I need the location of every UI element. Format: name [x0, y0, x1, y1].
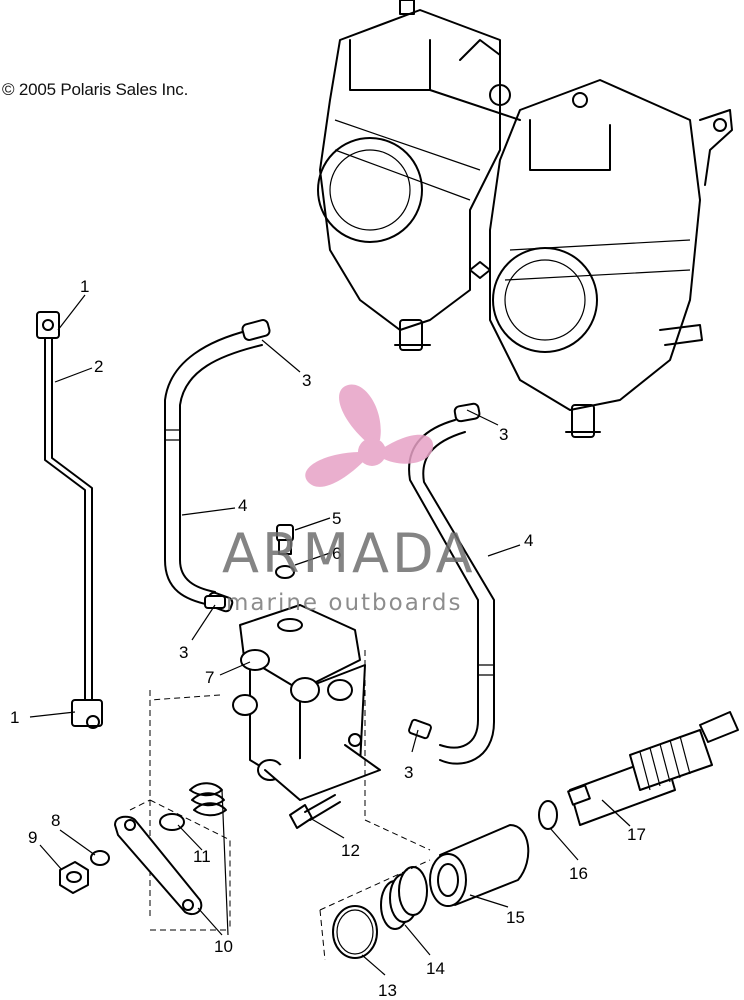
watermark-tagline: marine outboards: [226, 590, 463, 616]
callout-4-left: 4: [238, 496, 247, 515]
fuel-hose-left: [164, 319, 271, 613]
callout-8: 8: [51, 811, 60, 830]
callout-13: 13: [378, 981, 397, 1000]
callout-5: 5: [332, 509, 341, 528]
callout-4-right: 4: [524, 531, 533, 550]
propeller-logo-icon: [305, 384, 434, 487]
callout-9: 9: [28, 828, 37, 847]
callout-numbers: 1 2 3 3 4 5 6 4 3 7 1 3 17 8 9 11 12 16 …: [10, 277, 646, 1000]
shaft-parts: [319, 800, 558, 961]
callout-16: 16: [569, 864, 588, 883]
callout-3-upper-right: 3: [499, 425, 508, 444]
fuel-hose-right: [408, 402, 495, 765]
callout-11: 11: [193, 847, 211, 866]
mounting-screw: [289, 794, 341, 829]
callout-1-top: 1: [80, 277, 89, 296]
callout-1-bottom: 1: [10, 708, 19, 727]
plug-and-washer: [275, 524, 295, 579]
callout-17: 17: [627, 825, 646, 844]
callout-3-middle: 3: [179, 643, 188, 662]
fuel-line-bracket: [36, 311, 103, 729]
callout-12: 12: [341, 841, 360, 860]
spring-plate-nut-washer: [59, 782, 231, 931]
fuel-pump: [149, 604, 431, 920]
carburetor-assembly: [317, 0, 733, 438]
hose-clamps: [204, 595, 432, 740]
callout-7: 7: [205, 668, 214, 687]
drive-shaft: [567, 711, 739, 826]
callout-14: 14: [426, 959, 445, 978]
copyright-notice: © 2005 Polaris Sales Inc.: [2, 80, 189, 99]
callout-15: 15: [506, 908, 525, 927]
callout-10: 10: [214, 937, 233, 956]
callout-3-lower: 3: [404, 763, 413, 782]
watermark-brand-name: ARMADA: [222, 522, 476, 585]
leader-lines: [29, 294, 631, 976]
callout-6: 6: [332, 544, 341, 563]
callout-2: 2: [94, 357, 103, 376]
callout-3-upper-left: 3: [302, 371, 311, 390]
